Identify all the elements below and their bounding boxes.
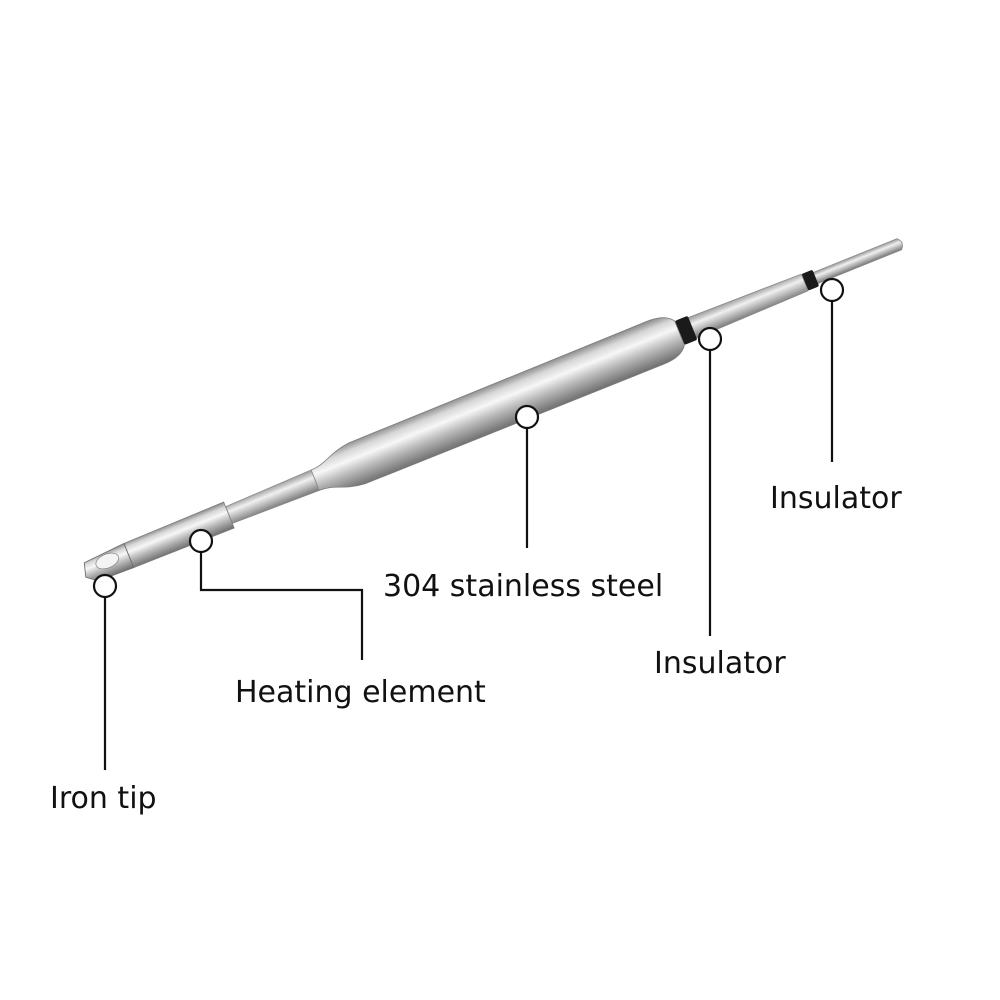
heater-shaft [225,469,320,524]
heating-element-sleeve [123,501,235,569]
marker-insulator-rear [819,277,845,303]
middle-insulator-band [675,316,697,345]
leader-heating-element [199,553,364,660]
soldering-cartridge [83,238,903,582]
marker-iron-tip [92,573,118,599]
marker-insulator-middle [697,326,723,352]
label-iron-tip: Iron tip [50,781,157,816]
label-steel-body: 304 stainless steel [383,569,663,604]
marker-steel-body [514,404,540,430]
steel-body [310,317,685,491]
label-insulator-rear: Insulator [770,481,902,516]
label-heating-element: Heating element [235,675,486,710]
tip-bevel [95,552,120,570]
label-insulator-middle: Insulator [654,646,786,681]
marker-heating-element [188,528,214,554]
rear-pin [808,238,903,286]
